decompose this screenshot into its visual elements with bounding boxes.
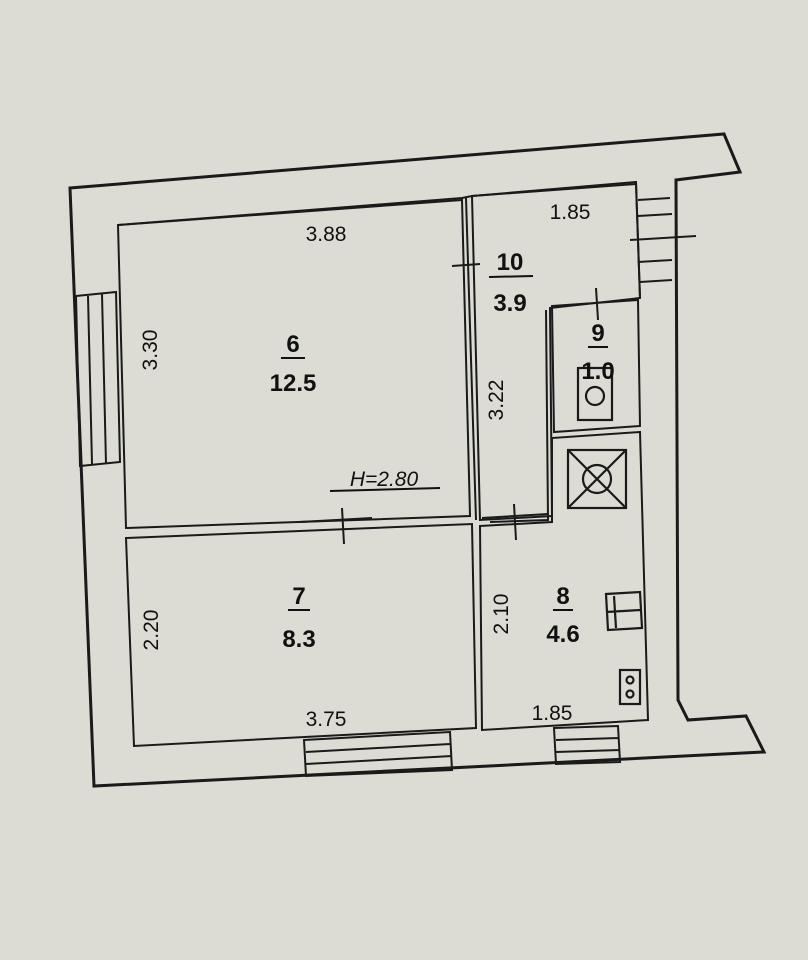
- stove-fixture: [566, 448, 628, 510]
- entry-marks: [629, 197, 697, 283]
- room-6-number: 6: [286, 331, 299, 358]
- room-10-height-label: 3.22: [485, 380, 508, 421]
- room-7-height-label: 2.20: [140, 610, 163, 651]
- room-10: [465, 182, 642, 522]
- wc-fixture: [576, 366, 614, 422]
- room-8-width-label: 1.85: [532, 702, 573, 725]
- door-marks: [299, 263, 599, 545]
- room-10-number: 10: [497, 249, 524, 276]
- room-8-area: 4.6: [546, 621, 579, 648]
- ceiling-height-label: H=2.80: [350, 468, 419, 491]
- room-9-area: 1.0: [581, 358, 614, 385]
- room-9-number: 9: [591, 320, 604, 347]
- window-bottom-left: [302, 730, 454, 778]
- room-7-number: 7: [292, 583, 305, 610]
- room-7-width-label: 3.75: [306, 708, 347, 731]
- room-7-area: 8.3: [282, 626, 315, 653]
- window-left: [74, 290, 122, 468]
- room-8-height-label: 2.10: [490, 594, 513, 635]
- room-8-number: 8: [556, 583, 569, 610]
- room-7: [124, 522, 478, 748]
- room-6-area: 12.5: [270, 370, 317, 397]
- sink-fixture: [604, 590, 644, 632]
- room-6: [116, 198, 472, 530]
- room-6-height-label: 3.30: [139, 330, 162, 371]
- room-10-width-label: 1.85: [550, 201, 591, 224]
- room-6-width-label: 3.88: [306, 223, 347, 246]
- room-9: [489, 298, 642, 523]
- boiler-fixture: [618, 668, 642, 706]
- room-10-area: 3.9: [493, 290, 526, 317]
- room-8: [478, 430, 650, 732]
- window-bottom-right: [552, 724, 622, 766]
